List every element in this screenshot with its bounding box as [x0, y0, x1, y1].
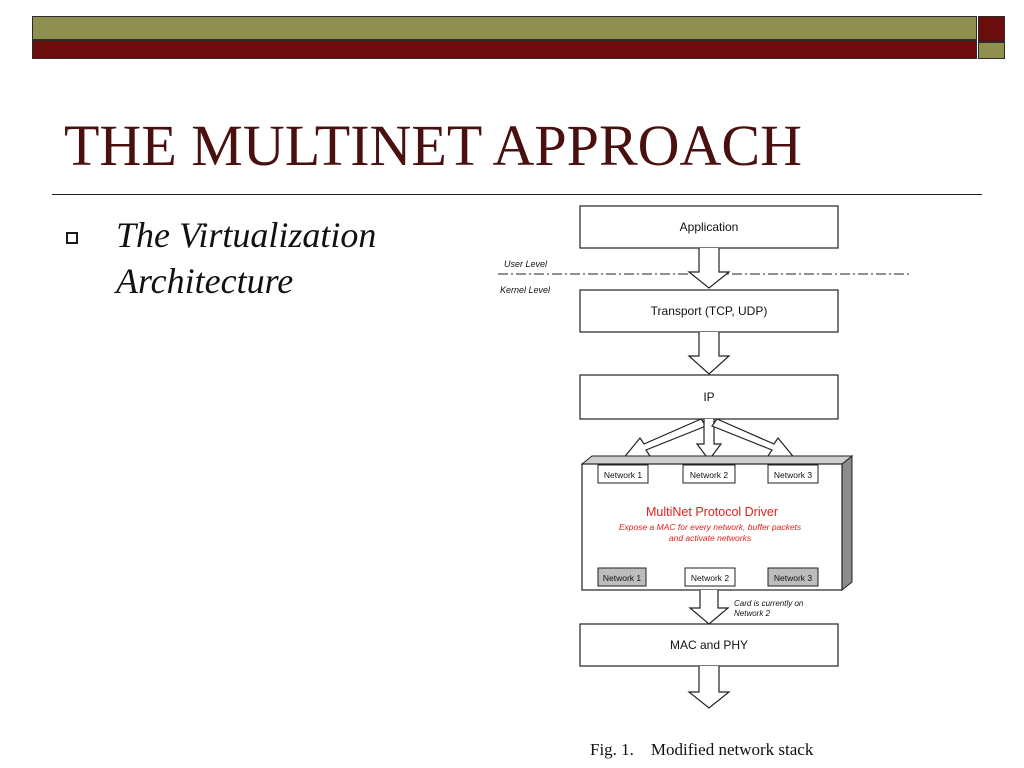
card-note-line1: Card is currently on	[734, 599, 804, 608]
slide-title: THE MULTINET APPROACH	[64, 113, 802, 178]
kernel-level-label: Kernel Level	[500, 285, 551, 295]
transport-box	[579, 289, 839, 333]
bullet-square-icon	[66, 232, 78, 244]
network-stack-diagram: Application User Level Kernel Level Tran…	[498, 205, 912, 709]
header-corner-maroon	[978, 16, 1005, 42]
driver-desc-line2: and activate networks	[669, 533, 752, 543]
transport-label: Transport (TCP, UDP)	[651, 304, 768, 318]
driver-title: MultiNet Protocol Driver	[646, 505, 778, 519]
top-network3-label: Network 3	[774, 470, 813, 480]
bottom-network2-box	[684, 567, 736, 587]
header-corner-olive	[978, 42, 1005, 59]
top-network1-box	[597, 464, 649, 484]
mac-phy-box	[579, 623, 839, 667]
bottom-network3-label: Network 3	[774, 573, 813, 583]
arrow-ip-to-network3	[711, 418, 798, 461]
top-network2-box	[682, 464, 736, 484]
arrow-mac-down	[687, 666, 731, 709]
title-rule	[52, 194, 982, 195]
bottom-network1-box	[597, 567, 647, 587]
bottom-network3-box	[767, 567, 819, 587]
ip-label: IP	[703, 390, 714, 404]
application-box	[579, 205, 839, 249]
driver-box-top	[580, 455, 854, 465]
top-network2-label: Network 2	[690, 470, 729, 480]
card-note-line2: Network 2	[734, 609, 771, 618]
mac-phy-label: MAC and PHY	[670, 638, 748, 652]
driver-box-side	[841, 454, 853, 592]
arrow-app-to-transport	[687, 248, 731, 289]
application-label: Application	[680, 220, 739, 234]
top-network1-label: Network 1	[604, 470, 643, 480]
header-maroon-bar	[32, 40, 977, 59]
bottom-network1-label: Network 1	[603, 573, 642, 583]
user-level-label: User Level	[504, 259, 548, 269]
top-network3-box	[767, 464, 819, 484]
figure-caption: Fig. 1. Modified network stack	[590, 740, 814, 759]
header-olive-bar	[32, 16, 977, 40]
driver-desc-line1: Expose a MAC for every network, buffer p…	[619, 522, 802, 532]
bullet-text: The Virtualization Architecture	[116, 215, 377, 301]
bottom-network2-label: Network 2	[691, 573, 730, 583]
arrow-ip-to-network1	[620, 418, 707, 461]
arrow-network2-to-mac	[688, 590, 730, 625]
arrow-transport-to-ip	[687, 332, 731, 375]
